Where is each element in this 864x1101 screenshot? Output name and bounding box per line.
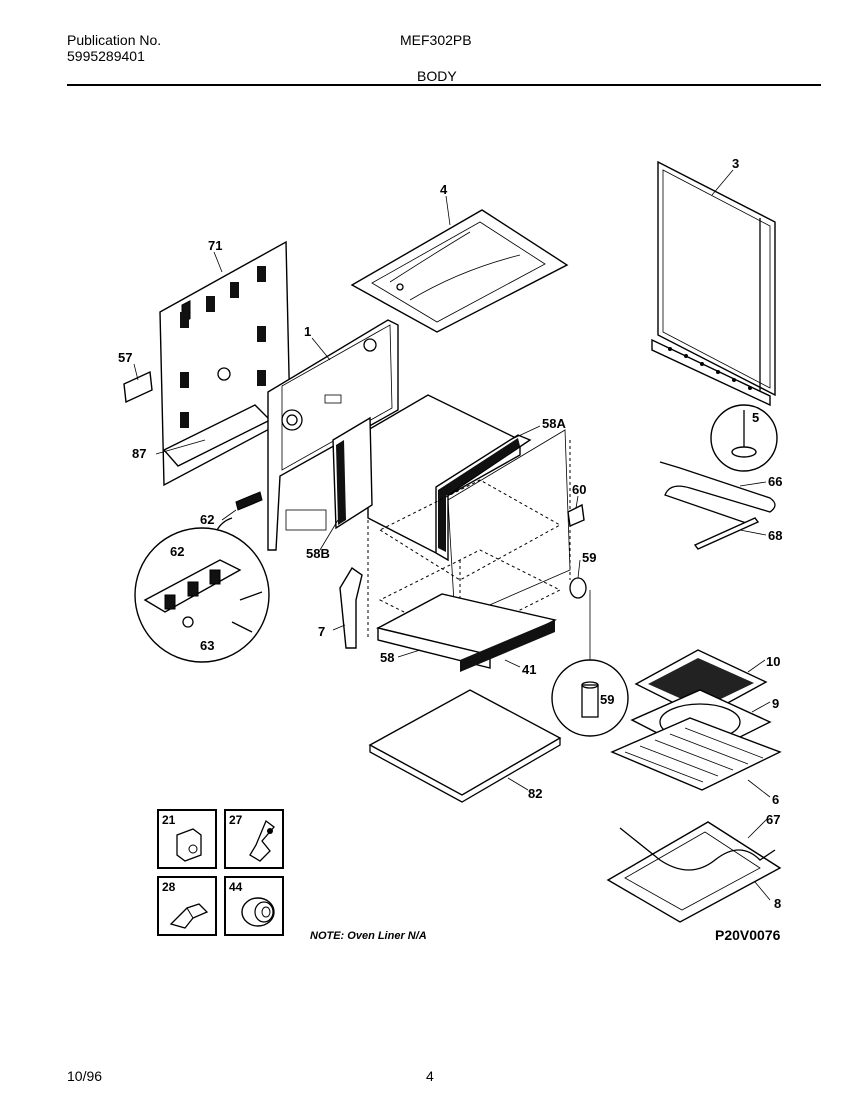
publication-label: Publication No.	[67, 32, 162, 48]
bake-element-part	[659, 461, 776, 526]
legend-box: 28	[157, 876, 217, 936]
footer-date: 10/96	[67, 1068, 103, 1084]
callout-82: 82	[528, 786, 542, 801]
callout-68: 68	[768, 528, 782, 543]
oven-cavity-part	[367, 394, 571, 641]
diagram-note: NOTE: Oven Liner N/A	[310, 930, 427, 942]
callout-60: 60	[572, 482, 586, 497]
callout-9: 9	[772, 696, 779, 711]
bottom-insulation-part	[376, 593, 557, 672]
top-pan-part	[350, 209, 569, 333]
callout-41: 41	[522, 662, 536, 677]
callout-71: 71	[208, 238, 222, 253]
broil-drawer-part	[606, 821, 782, 923]
callout-58: 58	[380, 650, 394, 665]
side-panel-part	[651, 160, 776, 407]
side-insulation-edge	[336, 440, 346, 525]
label-plate-part	[123, 370, 153, 404]
callout-58a: 58A	[542, 416, 566, 431]
legend-box-number: 44	[229, 880, 243, 894]
element-bracket-part	[693, 517, 760, 550]
oven-bottom-part	[368, 689, 562, 803]
legend-box: 27	[224, 809, 284, 869]
callout-57: 57	[118, 350, 132, 365]
clip-part-icon	[176, 828, 202, 862]
legend-box-number: 28	[162, 880, 176, 894]
callout-4: 4	[440, 182, 448, 197]
broil-element-part	[619, 827, 776, 871]
legend-box: 21	[157, 809, 217, 869]
callout-67: 67	[766, 812, 780, 827]
rear-panel-part	[159, 240, 291, 487]
callout-87: 87	[132, 446, 146, 461]
terminal-block-detail	[134, 527, 270, 663]
callout-62-detail: 62	[170, 544, 184, 559]
legend-box-number: 27	[229, 813, 243, 827]
callout-8: 8	[774, 896, 781, 911]
callout-58b: 58B	[306, 546, 330, 561]
leveling-leg-part	[710, 404, 778, 472]
callout-3: 3	[732, 156, 739, 171]
leader-lines	[133, 169, 771, 901]
callout-5: 5	[752, 410, 759, 425]
callout-63: 63	[200, 638, 214, 653]
spring-clip-part-icon	[169, 903, 209, 929]
bracket-part-icon	[249, 819, 275, 862]
legend-box-number: 21	[162, 813, 176, 827]
model-number: MEF302PB	[400, 32, 472, 48]
callout-59-socket: 59	[600, 692, 614, 707]
callout-1: 1	[304, 324, 311, 339]
light-socket-part	[551, 590, 629, 737]
section-title: BODY	[417, 68, 457, 84]
callout-59-ring: 59	[582, 550, 596, 565]
callout-66: 66	[768, 474, 782, 489]
oven-rack-part	[610, 717, 782, 791]
page-number: 4	[426, 1068, 434, 1084]
latch-part	[339, 566, 363, 649]
callout-62-top: 62	[200, 512, 214, 527]
legend-box: 44	[224, 876, 284, 936]
terminal-block-part	[235, 491, 263, 511]
callout-6: 6	[772, 792, 779, 807]
header-rule	[67, 84, 821, 86]
rack-support-part	[567, 503, 585, 528]
callout-7: 7	[318, 624, 325, 639]
callout-10: 10	[766, 654, 780, 669]
gasket-ring-part	[569, 577, 587, 599]
publication-number: 5995289401	[67, 48, 145, 64]
knob-part-icon	[241, 897, 275, 927]
diagram-code: P20V0076	[715, 927, 781, 943]
